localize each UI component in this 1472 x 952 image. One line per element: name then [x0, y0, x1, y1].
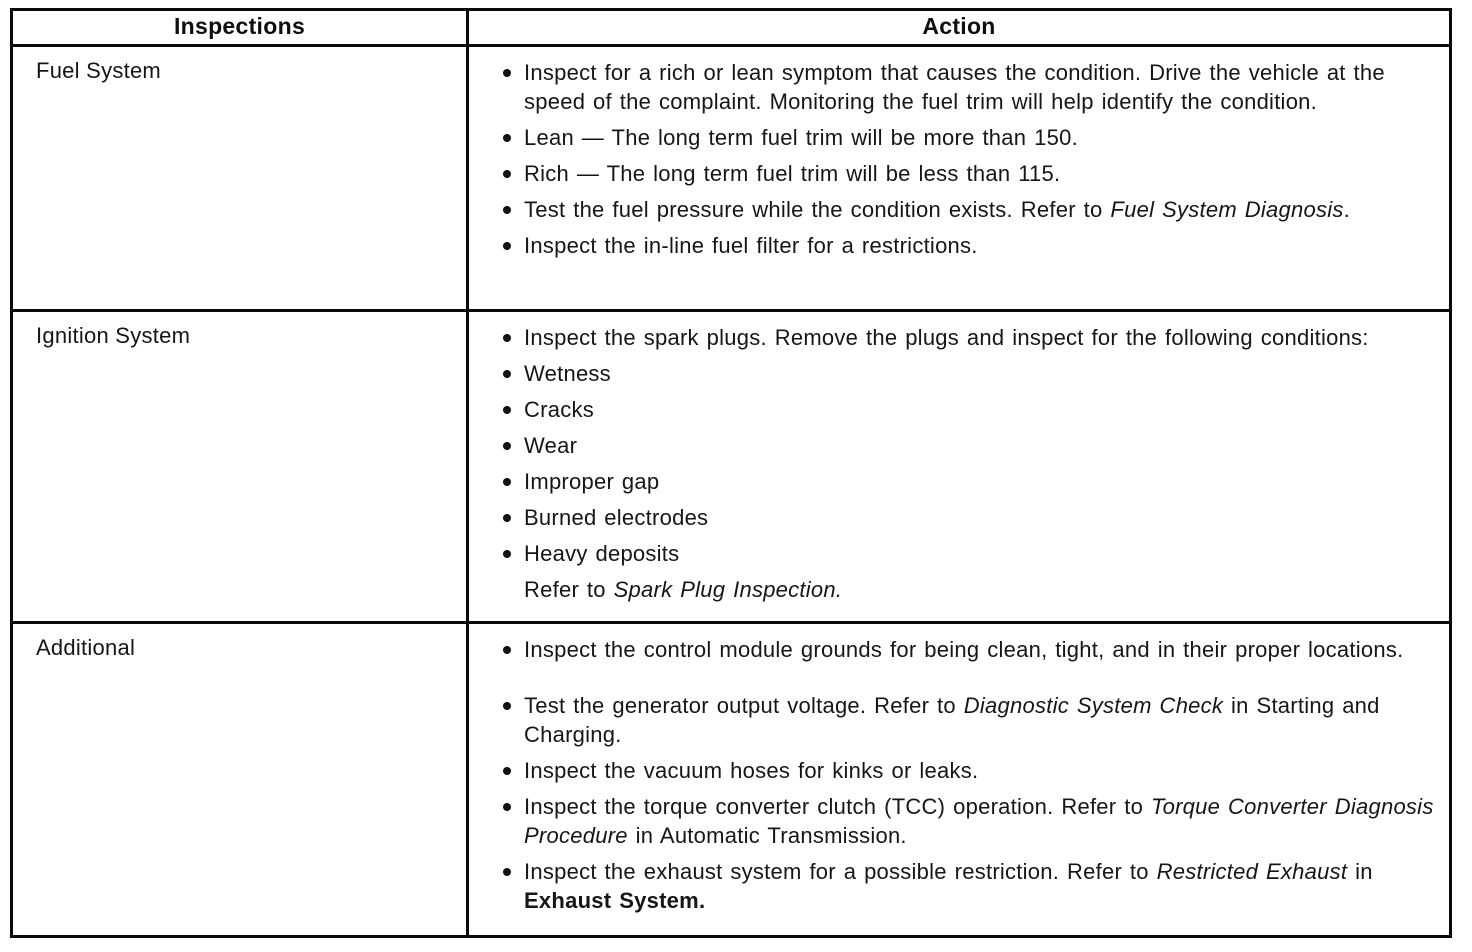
- action-bullet-item: Wetness: [502, 359, 1441, 388]
- bullet-icon: [503, 370, 511, 378]
- action-bullet-item: Wear: [502, 431, 1441, 460]
- action-note: Refer to Spark Plug Inspection.: [502, 575, 1441, 604]
- action-text: Wear: [524, 433, 578, 458]
- bullet-icon: [503, 478, 511, 486]
- action-bullet-item: Inspect the spark plugs. Remove the plug…: [502, 323, 1441, 352]
- action-text: Inspect the exhaust system for a possibl…: [524, 859, 1373, 913]
- action-bullet-item: Burned electrodes: [502, 503, 1441, 532]
- action-bullet-item: Improper gap: [502, 467, 1441, 496]
- action-text: Inspect the in-line fuel filter for a re…: [524, 233, 978, 258]
- action-cell: Inspect for a rich or lean symptom that …: [466, 44, 1452, 312]
- action-bullet-item: Inspect the control module grounds for b…: [502, 635, 1441, 664]
- action-text: Inspect the spark plugs. Remove the plug…: [524, 325, 1369, 350]
- bullet-icon: [503, 767, 511, 775]
- table-row: Additional Inspect the control module gro…: [10, 621, 1452, 938]
- action-bullet-item: Test the fuel pressure while the conditi…: [502, 195, 1441, 224]
- table-row: Ignition System Inspect the spark plugs. …: [10, 309, 1452, 624]
- action-cell: Inspect the control module grounds for b…: [466, 621, 1452, 938]
- action-bullet-item: Test the generator output voltage. Refer…: [502, 691, 1441, 749]
- action-text: Inspect the torque converter clutch (TCC…: [524, 794, 1434, 848]
- action-bullet-item: Inspect the torque converter clutch (TCC…: [502, 792, 1441, 850]
- column-header-inspections: Inspections: [10, 8, 469, 47]
- action-text: Improper gap: [524, 469, 660, 494]
- action-bullet-item: Lean — The long term fuel trim will be m…: [502, 123, 1441, 152]
- bullet-icon: [503, 868, 511, 876]
- inspection-cell: Additional: [10, 621, 469, 938]
- bullet-icon: [503, 442, 511, 450]
- action-bullet-item: Rich — The long term fuel trim will be l…: [502, 159, 1441, 188]
- action-text: Inspect the vacuum hoses for kinks or le…: [524, 758, 979, 783]
- column-header-action: Action: [466, 8, 1452, 47]
- inspection-cell: Ignition System: [10, 309, 469, 624]
- inspection-cell: Fuel System: [10, 44, 469, 312]
- action-bullet-item: Inspect the vacuum hoses for kinks or le…: [502, 756, 1441, 785]
- action-bullet-item: Heavy deposits: [502, 539, 1441, 568]
- action-text: Test the generator output voltage. Refer…: [524, 693, 1380, 747]
- action-text: Heavy deposits: [524, 541, 680, 566]
- action-text: Inspect for a rich or lean symptom that …: [524, 60, 1385, 114]
- table-header-row: Inspections Action: [10, 8, 1452, 47]
- action-bullet-item: Inspect the in-line fuel filter for a re…: [502, 231, 1441, 260]
- bullet-icon: [503, 334, 511, 342]
- action-text: Refer to Spark Plug Inspection.: [524, 577, 843, 602]
- bullet-icon: [503, 206, 511, 214]
- action-bullet-item: Cracks: [502, 395, 1441, 424]
- action-text: Rich — The long term fuel trim will be l…: [524, 161, 1061, 186]
- action-text: Burned electrodes: [524, 505, 709, 530]
- action-text: Lean — The long term fuel trim will be m…: [524, 125, 1078, 150]
- table-row: Fuel System Inspect for a rich or lean sy…: [10, 44, 1452, 312]
- action-text: Test the fuel pressure while the conditi…: [524, 197, 1351, 222]
- action-text: Inspect the control module grounds for b…: [524, 637, 1404, 662]
- bullet-icon: [503, 514, 511, 522]
- action-text: Cracks: [524, 397, 594, 422]
- action-cell: Inspect the spark plugs. Remove the plug…: [466, 309, 1452, 624]
- bullet-icon: [503, 803, 511, 811]
- bullet-icon: [503, 134, 511, 142]
- bullet-icon: [503, 170, 511, 178]
- action-bullet-item: Inspect the exhaust system for a possibl…: [502, 857, 1441, 915]
- inspections-action-table: Inspections Action Fuel System Inspect fo…: [10, 8, 1452, 938]
- bullet-icon: [503, 69, 511, 77]
- bullet-icon: [503, 406, 511, 414]
- action-bullet-item: Inspect for a rich or lean symptom that …: [502, 58, 1441, 116]
- action-text: Wetness: [524, 361, 611, 386]
- bullet-icon: [503, 702, 511, 710]
- bullet-icon: [503, 550, 511, 558]
- bullet-icon: [503, 646, 511, 654]
- bullet-icon: [503, 242, 511, 250]
